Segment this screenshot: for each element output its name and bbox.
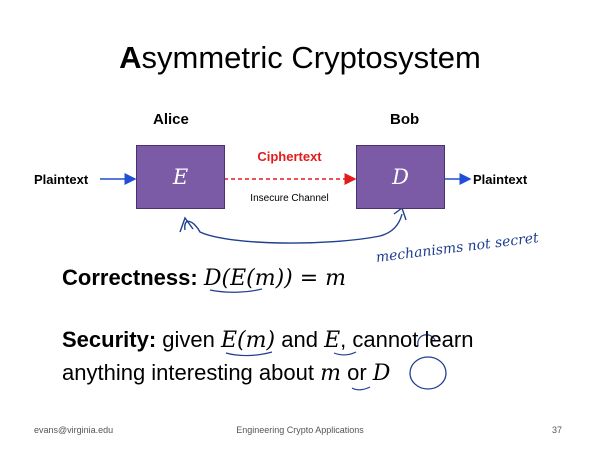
plaintext-in-label: Plaintext xyxy=(34,172,89,187)
slide-title: Asymmetric Cryptosystem xyxy=(0,40,600,76)
underline-correctness xyxy=(209,288,263,293)
security-cannot: , cannot learn xyxy=(340,327,474,352)
security-given: given xyxy=(162,327,215,352)
decrypt-box: D xyxy=(356,145,445,209)
security-or: or xyxy=(347,360,367,385)
decrypt-symbol: D xyxy=(392,165,409,189)
title-rest: symmetric Cryptosystem xyxy=(141,40,481,75)
underline-e xyxy=(333,351,357,356)
correctness-line: Correctness: D(E(m)) = m xyxy=(62,262,346,295)
handdrawn-link-curve xyxy=(184,213,403,244)
correctness-label: Correctness: xyxy=(62,265,198,290)
circle-around-d xyxy=(409,356,447,390)
security-e: E xyxy=(324,328,341,353)
insecure-channel-label: Insecure Channel xyxy=(250,193,329,204)
title-first-letter: A xyxy=(119,40,142,75)
encrypt-box: E xyxy=(136,145,225,209)
footer-center: Engineering Crypto Applications xyxy=(236,425,364,435)
security-em: E(m) xyxy=(221,328,276,353)
encrypt-symbol: E xyxy=(172,165,189,189)
footer-email: evans@virginia.edu xyxy=(34,425,114,435)
circle-cannot-mark xyxy=(417,334,436,347)
plaintext-out-label: Plaintext xyxy=(473,172,528,187)
security-line2: anything interesting about xyxy=(62,360,314,385)
alice-label: Alice xyxy=(153,111,189,128)
security-d: D xyxy=(372,361,391,386)
security-paragraph: Security: given E(m) and E, cannot learn… xyxy=(62,324,582,390)
footer-page: 37 xyxy=(552,425,563,435)
underline-em xyxy=(225,351,273,357)
bob-label: Bob xyxy=(390,111,420,128)
security-and: and xyxy=(281,327,318,352)
security-m: m xyxy=(320,361,341,386)
ciphertext-label: Ciphertext xyxy=(257,149,322,164)
underline-m xyxy=(351,386,371,391)
correctness-formula: D(E(m)) = m xyxy=(203,266,347,291)
security-label: Security: xyxy=(62,327,157,352)
handdrawn-arrowhead-left xyxy=(179,216,194,233)
